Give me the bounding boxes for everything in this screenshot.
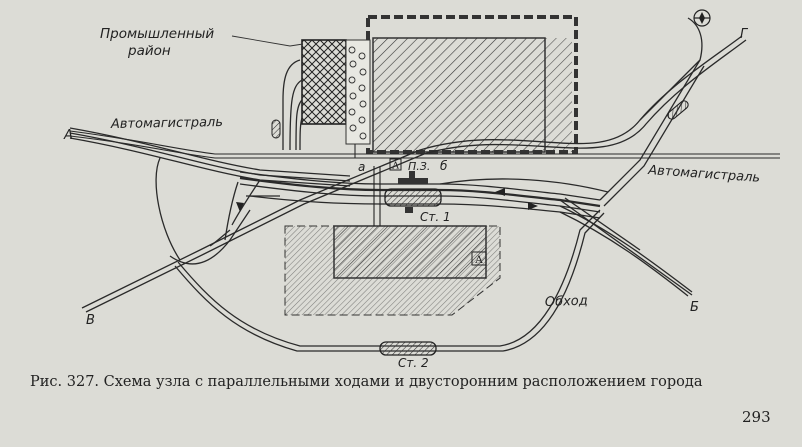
section-cut: а б xyxy=(358,159,448,226)
svg-text:А: А xyxy=(475,254,483,266)
direction-a-label: А xyxy=(63,128,73,143)
bypass-line xyxy=(174,209,605,352)
industrial-district xyxy=(231,35,371,151)
page-number: 293 xyxy=(742,408,771,426)
industrial-label-2: район xyxy=(127,43,171,59)
direction-b-label: Б xyxy=(690,300,699,315)
direction-arrows xyxy=(236,188,538,212)
highway xyxy=(69,130,780,159)
zone-a-bottom: А xyxy=(471,251,487,266)
city-block-south xyxy=(284,225,501,316)
direction-v-label: В xyxy=(86,313,95,328)
station-1: Ст. 1 xyxy=(384,188,451,224)
zone-a-top: А xyxy=(389,158,402,172)
stop-west xyxy=(271,119,281,139)
city-block-north xyxy=(366,15,578,154)
highway-label-left: Автомагистраль xyxy=(110,115,223,132)
marker-b: б xyxy=(440,159,448,173)
stop-east xyxy=(667,100,689,120)
west-connections xyxy=(155,157,280,265)
north-arrow-icon xyxy=(693,9,711,27)
highway-label-right: Автомагистраль xyxy=(647,163,761,186)
figure-caption: Рис. 327. Схема узла с параллельными ход… xyxy=(30,374,703,390)
svg-text:А: А xyxy=(392,161,400,172)
industrial-label-1: Промышленный xyxy=(100,26,214,42)
passenger-station-label: П.З. xyxy=(408,160,430,173)
station1-label: Ст. 1 xyxy=(420,210,451,224)
passenger-station: П.З. xyxy=(398,160,430,213)
marker-a: а xyxy=(358,160,365,174)
station2-label: Ст. 2 xyxy=(398,356,429,370)
direction-g-label: Г xyxy=(740,27,749,42)
station-2: Ст. 2 xyxy=(379,341,437,370)
bypass-label: Обход xyxy=(545,294,588,310)
